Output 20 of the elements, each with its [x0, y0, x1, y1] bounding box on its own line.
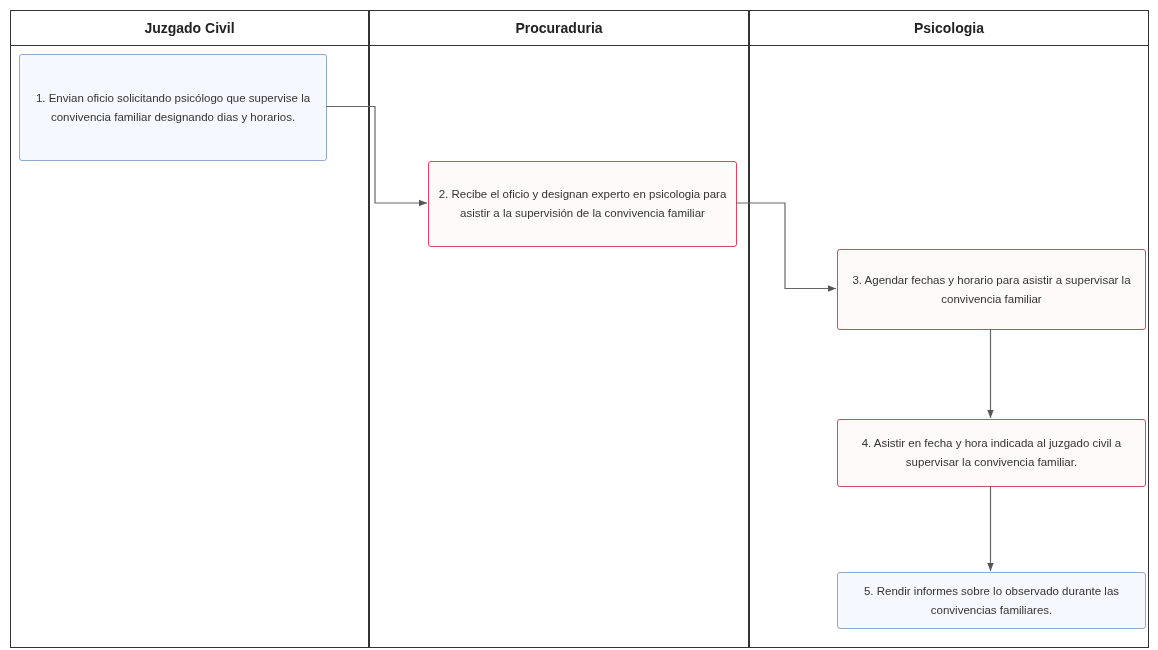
process-box: [837, 249, 1146, 330]
process-box: [19, 54, 327, 161]
connector-arrow: [987, 485, 994, 572]
swimlane: [369, 10, 749, 648]
process-box: [837, 572, 1146, 629]
step-text: 2. Recibe el oficio y designan experto en psicologia para asistir a la supervisión de la convivencia familiar: [437, 187, 728, 221]
swimlane: [10, 10, 369, 648]
lane-heading: Procuraduria: [370, 11, 748, 46]
step-text: 5. Rendir informes sobre lo observado durante las convivencias familiares.: [862, 583, 1121, 618]
process-box: [428, 161, 737, 247]
step-text: 4. Asistir en fecha y hora indicada al juzgado civil a supervisar la convivencia familiar.: [860, 436, 1123, 470]
swimlane: [749, 10, 1149, 648]
step-text: 3. Agendar fechas y horario para asistir a supervisar la convivencia familiar: [851, 272, 1132, 307]
connector-arrow: [325, 105, 428, 207]
step-text: 1. Envian oficio solicitando psicólogo que supervise la convivencia familiar designando dias y horarios.: [34, 90, 312, 125]
lane-heading: Psicologia: [750, 11, 1148, 46]
connector-arrow: [735, 202, 837, 292]
process-box: [837, 419, 1146, 487]
lane-heading: Juzgado Civil: [11, 11, 368, 46]
connector-arrow: [987, 328, 994, 419]
